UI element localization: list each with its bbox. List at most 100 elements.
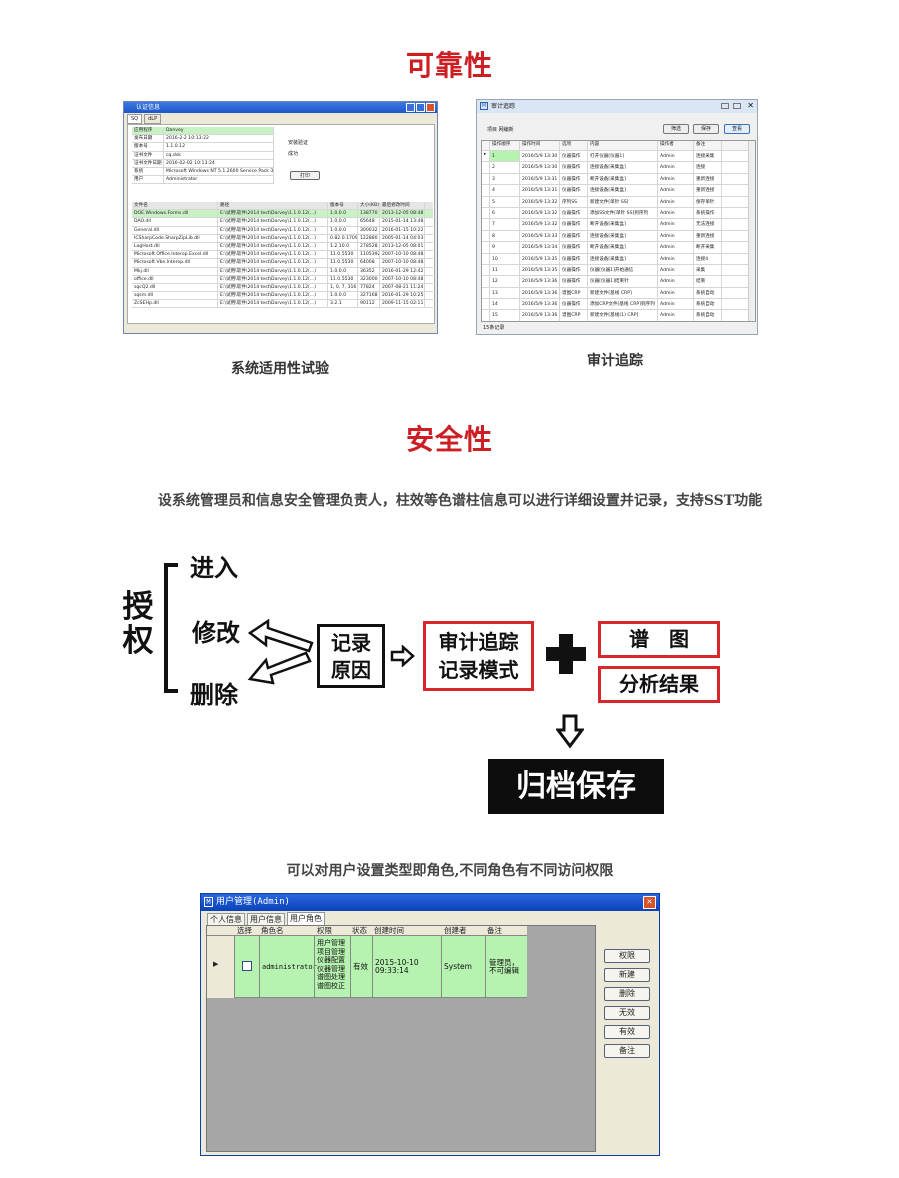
note-button[interactable]: 备注 [604,1044,650,1058]
table-cell: DOE.Windows.Forms.dll [132,210,218,218]
row-header [482,310,490,321]
invalid-button[interactable]: 无效 [604,1006,650,1020]
table-row[interactable]: ▶ administrator 用户管理项目管理仪器配置仪器管理谱图处理谱图校正… [207,936,527,998]
table-cell: 64008 [358,259,380,267]
analysis-box: 分析结果 [598,666,720,703]
table-cell: 77824 [358,283,380,292]
table-cell: 300032 [358,226,380,234]
tab-dlp[interactable]: dLP [144,114,162,124]
row-header [482,242,490,253]
tab-user-roles[interactable]: 用户角色 [287,912,325,925]
table-cell: Admin [658,207,694,219]
info-value: Danvey [164,127,274,135]
save-button[interactable]: 保存 [693,124,719,134]
caption-compat: 系统适用性试验 [231,361,329,377]
minimize-button[interactable] [721,103,729,109]
table-cell: E:\试用\软件\2014 test\Darvey\1.1.0.12(...) [218,283,328,292]
close-button[interactable]: ✕ [643,896,656,909]
audit-mode-line1: 审计追踪 [438,630,519,654]
tab-personal-info[interactable]: 个人信息 [207,913,245,925]
column-header: 操作者 [658,141,694,150]
row-pointer-icon: ▶ [213,960,219,968]
valid-button[interactable]: 有效 [604,1025,650,1039]
record-reason-text: 记录原因 [331,631,371,682]
table-cell: 0.82.0.1709 [330,234,358,242]
view-button[interactable]: 查看 [724,124,750,134]
table-cell: 1105392 [360,251,380,259]
table-cell: 采集 [694,264,722,276]
table-cell: 2 [490,162,520,173]
close-button[interactable] [426,103,435,112]
table-cell: 2016-01-29 12:42 [382,267,425,275]
table-cell: 仪器操作 [560,276,588,287]
role-permissions: 用户管理项目管理仪器配置仪器管理谱图处理谱图校正 [317,939,351,990]
minimize-button[interactable] [406,103,415,112]
table-cell: 2007-10-10 08:48 [382,259,425,267]
column-header: 操作时间 [520,141,560,150]
vertical-scrollbar[interactable] [748,141,755,321]
table-cell: 2007-10-10 08:48 [382,275,425,283]
table-cell: E:\试用\软件\2014 test\Darvey\1.1.0.12(...) [218,267,328,275]
maximize-button[interactable] [733,103,741,109]
column-header: 选项 [560,141,588,150]
table-cell: E:\试用\软件\2014 test\Darvey\1.1.0.12(...) [218,226,328,234]
table-cell: E:\试用\软件\2014 test\Darvey\1.1.0.12(...) [218,300,328,308]
table-cell: Admin [658,162,694,173]
delete-button[interactable]: 删除 [604,987,650,1001]
tab-user-info[interactable]: 用户信息 [247,913,285,925]
info-key: 发布日期 [132,135,164,143]
column-header: 最后修改时间 [380,202,425,210]
permission-item: 仪器管理 [317,964,345,973]
table-cell: 6 [490,207,520,219]
tab-sq[interactable]: SQ [127,114,143,124]
maximize-button[interactable] [416,103,425,112]
table-cell: 连接设备[采集盒] [588,162,658,173]
table-cell: 仪器操作 [560,299,588,310]
close-icon[interactable]: ✕ [747,101,754,110]
new-button[interactable]: 新建 [604,968,650,982]
role-select-checkbox[interactable] [242,961,252,971]
print-button[interactable]: 打印 [290,171,320,180]
table-cell: 2007-08-21 11:24 [382,283,425,292]
column-header: 文件名 [132,202,218,210]
table-cell: 2016/5/9 13:31 [520,185,560,196]
table-cell: 11.0.5530 [328,259,358,267]
table-cell: 新建文件[基线(1) CRP] [588,310,658,321]
permissions-button[interactable]: 权限 [604,949,650,963]
table-cell: E:\试用\软件\2014 test\Darvey\1.1.0.12(...) [218,242,328,251]
table-cell: 11.0.5530 [328,251,358,259]
app-logo-icon: M [204,897,213,907]
filter-button[interactable]: 筛选 [663,124,689,134]
table-cell: 重新连接 [694,185,722,196]
